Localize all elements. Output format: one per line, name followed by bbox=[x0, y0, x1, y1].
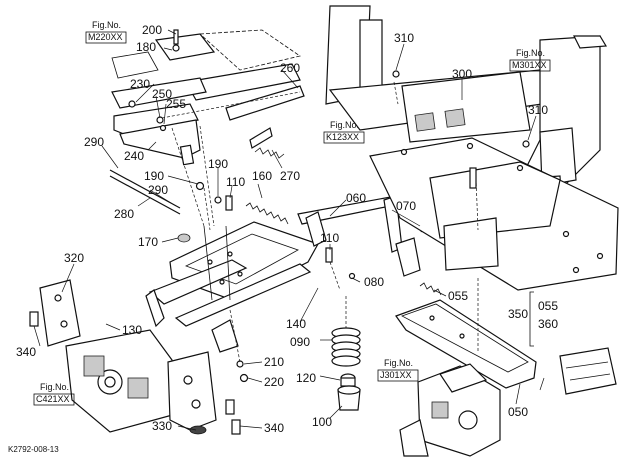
part-label-080: 080 bbox=[364, 275, 384, 289]
part-number-labels: 200 180 230 250 255 240 290 190 290 280 … bbox=[16, 23, 558, 435]
part-label-210: 210 bbox=[264, 355, 284, 369]
part-label-250: 250 bbox=[152, 87, 172, 101]
svg-text:C421XX: C421XX bbox=[36, 394, 70, 404]
part-label-190-b: 190 bbox=[208, 157, 228, 171]
part-label-050: 050 bbox=[508, 405, 528, 419]
part-label-270: 270 bbox=[280, 169, 300, 183]
figure-ref-m301: Fig.No. M301XX bbox=[509, 48, 551, 72]
seat-slide-frame bbox=[145, 221, 319, 353]
part-label-160: 160 bbox=[252, 169, 272, 183]
part-label-255: 255 bbox=[166, 97, 186, 111]
svg-text:Fig.No.: Fig.No. bbox=[330, 120, 359, 130]
figure-ref-k123: Fig.No. K123XX bbox=[323, 120, 365, 144]
reference-lines bbox=[161, 81, 479, 363]
figure-ref-m220: Fig.No. M220XX bbox=[85, 20, 127, 44]
part-label-190-a: 190 bbox=[144, 169, 164, 183]
damper-stack bbox=[331, 296, 361, 411]
part-label-130: 130 bbox=[122, 323, 142, 337]
part-label-100: 100 bbox=[312, 415, 332, 429]
part-label-300: 300 bbox=[452, 67, 472, 81]
svg-text:M220XX: M220XX bbox=[88, 32, 123, 42]
part-label-240: 240 bbox=[124, 149, 144, 163]
part-label-330: 330 bbox=[152, 419, 172, 433]
part-label-110-a: 110 bbox=[226, 175, 245, 189]
part-label-290-b: 290 bbox=[148, 183, 168, 197]
casting-j301 bbox=[399, 363, 501, 457]
adjuster-lever-060 bbox=[297, 195, 421, 277]
part-label-170: 170 bbox=[138, 235, 158, 249]
part-label-055-a: 055 bbox=[448, 289, 468, 303]
transmission-c421 bbox=[29, 279, 249, 435]
part-label-340-a: 340 bbox=[16, 345, 36, 359]
part-label-055-b: 055 bbox=[538, 299, 558, 313]
seat-belt-bracket bbox=[529, 291, 617, 395]
part-label-140: 140 bbox=[286, 317, 306, 331]
rops-frame bbox=[325, 5, 608, 215]
part-label-120: 120 bbox=[296, 371, 316, 385]
part-label-110-b: 110 bbox=[320, 231, 339, 245]
seat-mount-bracket bbox=[109, 29, 305, 215]
part-label-290-a: 290 bbox=[84, 135, 104, 149]
part-label-220: 220 bbox=[264, 375, 284, 389]
svg-text:J301XX: J301XX bbox=[380, 370, 412, 380]
part-label-230: 230 bbox=[130, 77, 150, 91]
svg-text:K123XX: K123XX bbox=[326, 132, 359, 142]
drawing-code: K2792-008-13 bbox=[8, 445, 59, 454]
part-label-320: 320 bbox=[64, 251, 84, 265]
svg-text:Fig.No.: Fig.No. bbox=[40, 382, 69, 392]
svg-text:Fig.No.: Fig.No. bbox=[92, 20, 121, 30]
part-label-360: 360 bbox=[538, 317, 558, 331]
svg-text:Fig.No.: Fig.No. bbox=[516, 48, 545, 58]
svg-text:Fig.No.: Fig.No. bbox=[384, 358, 413, 368]
spring-260-270 bbox=[245, 147, 442, 296]
figure-ref-c421: Fig.No. C421XX bbox=[33, 382, 75, 406]
part-label-310-b: 310 bbox=[528, 103, 548, 117]
part-label-060: 060 bbox=[346, 191, 366, 205]
part-label-070: 070 bbox=[396, 199, 416, 213]
part-label-340-b: 340 bbox=[264, 421, 284, 435]
part-label-310-a: 310 bbox=[394, 31, 414, 45]
part-label-200: 200 bbox=[142, 23, 162, 37]
part-label-280: 280 bbox=[114, 207, 134, 221]
svg-text:M301XX: M301XX bbox=[512, 60, 547, 70]
part-label-260: 260 bbox=[280, 61, 300, 75]
leader-lines bbox=[33, 29, 545, 431]
part-label-180: 180 bbox=[136, 40, 156, 54]
figure-ref-j301: Fig.No. J301XX bbox=[377, 358, 419, 382]
bracket-plate-k123 bbox=[369, 137, 619, 291]
slide-rail-050 bbox=[395, 278, 537, 389]
part-label-090: 090 bbox=[290, 335, 310, 349]
part-label-350: 350 bbox=[508, 307, 528, 321]
